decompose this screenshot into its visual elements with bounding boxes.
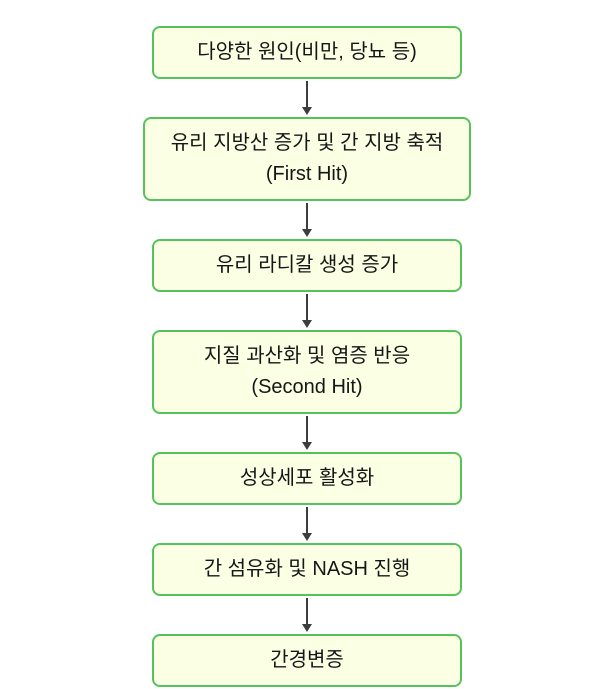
arrow-head — [302, 533, 312, 541]
arrow-shaft — [306, 507, 308, 533]
arrow-shaft — [306, 81, 308, 107]
flow-node-label: 간경변증 — [270, 649, 344, 671]
flow-node-causes: 다양한 원인(비만, 당뇨 등) — [152, 26, 462, 79]
arrow-shaft — [306, 203, 308, 229]
arrow-head — [302, 442, 312, 450]
arrow-shaft — [306, 598, 308, 624]
flow-node-label: (Second Hit) — [251, 376, 363, 398]
arrow-down-icon — [302, 79, 312, 117]
arrow-down-icon — [302, 292, 312, 330]
flow-node-cirrhosis: 간경변증 — [152, 634, 462, 687]
flow-node-label: 간 섬유화 및 NASH 진행 — [203, 558, 411, 580]
arrow-head — [302, 320, 312, 328]
flow-node-label: 유리 지방산 증가 및 간 지방 축적 — [170, 132, 444, 154]
flow-node-label: 유리 라디칼 생성 증가 — [215, 254, 399, 276]
flow-node-first-hit: 유리 지방산 증가 및 간 지방 축적 (First Hit) — [142, 117, 472, 201]
flow-node-label: 성상세포 활성화 — [239, 467, 375, 489]
arrow-head — [302, 107, 312, 115]
arrow-head — [302, 624, 312, 632]
flow-node-fibrosis-nash: 간 섬유화 및 NASH 진행 — [152, 543, 462, 596]
flow-node-label: 다양한 원인(비만, 당뇨 등) — [197, 41, 417, 63]
flow-node-second-hit: 지질 과산화 및 염증 반응 (Second Hit) — [152, 330, 462, 414]
flow-node-free-radicals: 유리 라디칼 생성 증가 — [152, 239, 462, 292]
flow-node-label: 지질 과산화 및 염증 반응 — [203, 345, 411, 367]
flow-node-stellate-cells: 성상세포 활성화 — [152, 452, 462, 505]
arrow-shaft — [306, 416, 308, 442]
arrow-down-icon — [302, 596, 312, 634]
arrow-shaft — [306, 294, 308, 320]
arrow-down-icon — [302, 201, 312, 239]
arrow-down-icon — [302, 505, 312, 543]
arrow-head — [302, 229, 312, 237]
arrow-down-icon — [302, 414, 312, 452]
flow-node-label: (First Hit) — [265, 163, 349, 185]
